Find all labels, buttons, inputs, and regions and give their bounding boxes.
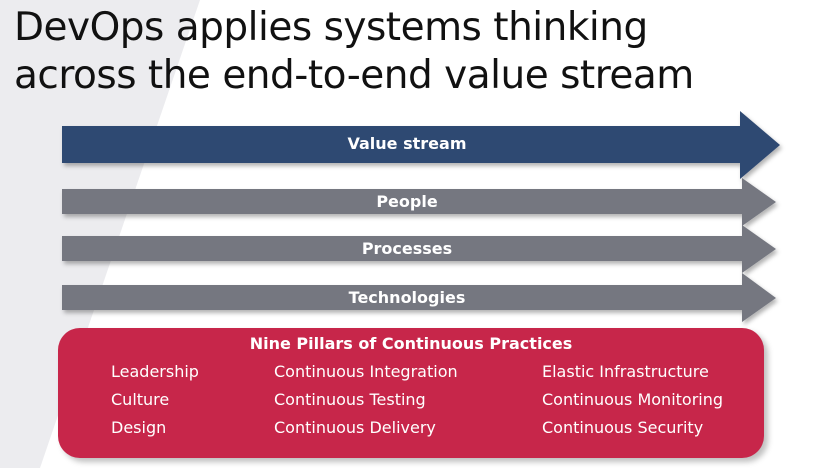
pillar-item: Elastic Infrastructure	[542, 362, 709, 381]
title-line-1: DevOps applies systems thinking	[14, 5, 648, 50]
processes-label: Processes	[361, 239, 453, 258]
processes-arrow	[62, 225, 776, 273]
page-title: DevOps applies systems thinking across t…	[14, 4, 834, 100]
pillar-item: Leadership	[111, 362, 199, 381]
pillar-item: Continuous Delivery	[274, 418, 436, 437]
pillar-item: Continuous Monitoring	[542, 390, 724, 409]
pillars-column-3: Elastic Infrastructure Continuous Monito…	[542, 361, 723, 445]
pillar-item: Design	[111, 418, 167, 437]
value-stream-label: Value stream	[347, 134, 467, 153]
pillars-title: Nine Pillars of Continuous Practices	[249, 334, 573, 353]
pillar-item: Continuous Testing	[274, 390, 426, 409]
pillar-item: Continuous Integration	[274, 362, 458, 381]
title-line-2: across the end-to-end value stream	[14, 53, 694, 98]
pillar-item: Culture	[111, 390, 170, 409]
value-stream-arrow	[62, 111, 780, 179]
technologies-arrow	[62, 273, 776, 322]
nine-pillars-box: Nine Pillars of Continuous Practices Lea…	[58, 328, 764, 458]
pillars-column-1: Leadership Culture Design	[111, 361, 199, 445]
people-label: People	[376, 192, 438, 211]
pillar-item: Continuous Security	[542, 418, 704, 437]
technologies-label: Technologies	[348, 288, 466, 307]
people-arrow	[62, 178, 776, 226]
pillars-column-2: Continuous Integration Continuous Testin…	[274, 361, 458, 445]
